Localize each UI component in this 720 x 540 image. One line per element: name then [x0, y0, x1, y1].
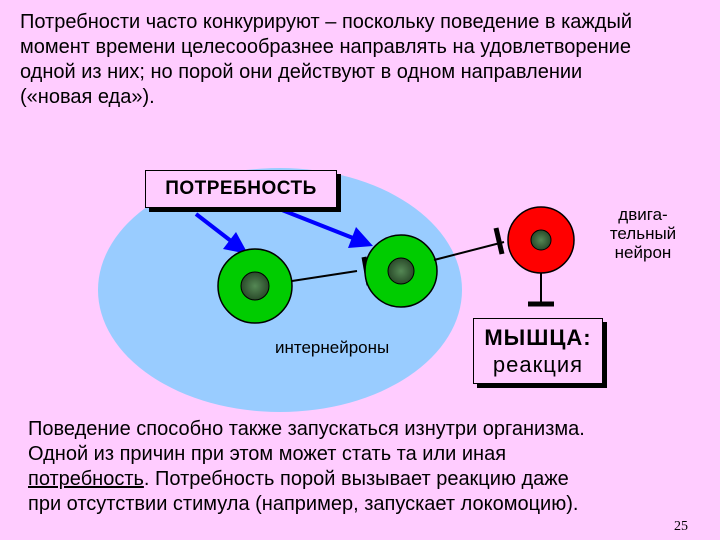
- need-arrow-1-head: [223, 232, 248, 254]
- bottom-line-4: при отсутствии стимула (например, запуск…: [28, 493, 579, 515]
- bottom-line-1: Поведение способно также запускаться изн…: [28, 418, 585, 440]
- motor-label-line-2: тельный: [609, 224, 677, 243]
- muscle-title: МЫШЦА:: [484, 325, 592, 350]
- interneuron-2-nucleus: [387, 257, 415, 285]
- need-label-box: ПОТРЕБНОСТЬ: [145, 170, 337, 208]
- motor-label-line-1: двига-: [618, 205, 668, 224]
- motor-label-line-3: нейрон: [614, 243, 672, 262]
- motor-neuron-label: двига- тельный нейрон: [598, 205, 688, 262]
- underlined-need-word: потребность: [28, 468, 144, 490]
- muscle-box: МЫШЦА: реакция: [473, 318, 603, 384]
- need-arrow-2-head: [348, 227, 373, 248]
- bottom-line-3: потребность. Потребность порой вызывает …: [28, 467, 708, 492]
- interneuron-1-axon: [291, 270, 358, 282]
- synapse-2: [493, 227, 505, 255]
- need-arrow-1-shaft: [194, 212, 233, 243]
- interneurons-label: интернейроны: [275, 338, 390, 357]
- interneuron-1-nucleus: [240, 271, 270, 301]
- bottom-line-2: Одной из причин при этом может стать та …: [28, 443, 507, 465]
- interneuron-2-axon: [433, 241, 505, 261]
- bottom-line-3-rest: . Потребность порой вызывает реакцию даж…: [143, 468, 569, 490]
- top-line-1: Потребности часто конкурируют – поскольк…: [20, 11, 633, 33]
- motor-neuron-nucleus: [530, 229, 552, 251]
- page-number: 25: [674, 519, 688, 534]
- top-line-4: («новая еда»).: [20, 86, 155, 108]
- bottom-paragraph: Поведение способно также запускаться изн…: [28, 417, 708, 517]
- top-paragraph: Потребности часто конкурируют – поскольк…: [20, 10, 710, 110]
- top-line-3: одной из них; но порой они действуют в о…: [20, 61, 583, 83]
- muscle-subtitle: реакция: [492, 352, 584, 377]
- need-label: ПОТРЕБНОСТЬ: [165, 178, 317, 199]
- top-line-2: момент времени целесообразнее направлять…: [20, 36, 631, 58]
- need-arrow-2-shaft: [281, 208, 354, 240]
